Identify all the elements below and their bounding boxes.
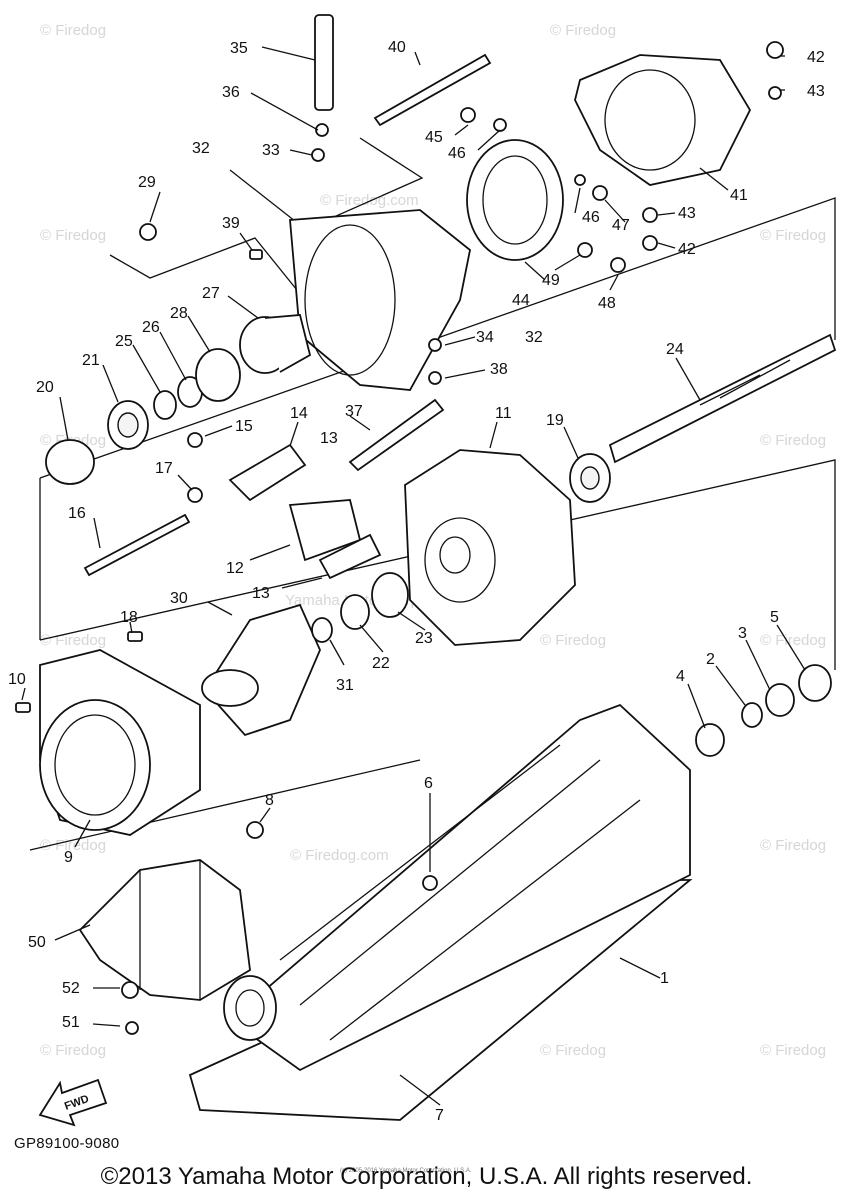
part-label: 44 <box>512 292 530 309</box>
part-label: 28 <box>170 305 188 322</box>
part-label: 1 <box>660 970 669 987</box>
part-label: 3 <box>738 625 747 642</box>
part-label: 30 <box>170 590 188 607</box>
watermark: © Firedog <box>760 632 826 649</box>
part-label: 21 <box>82 352 100 369</box>
part-label: 40 <box>388 39 406 56</box>
watermark: © Firedog <box>40 1042 106 1059</box>
part-label: 10 <box>8 671 26 688</box>
part-label: 38 <box>490 361 508 378</box>
part-label: 32 <box>525 329 543 346</box>
part-label: 39 <box>222 215 240 232</box>
part-label: 23 <box>415 630 433 647</box>
part-rods-and-pins <box>15 14 492 713</box>
part-ring-44 <box>466 139 564 261</box>
part-label: 36 <box>222 84 240 101</box>
watermark: © Firedog <box>40 227 106 244</box>
fine-print: (c) 2005-2016 Yamaha Motor Corporation, … <box>340 1168 472 1174</box>
part-label: 26 <box>142 319 160 336</box>
part-label: 52 <box>62 980 80 997</box>
part-housing-9 <box>39 649 201 836</box>
watermark: © Firedog.com <box>320 192 419 209</box>
diagram-code: GP89100-9080 <box>14 1135 120 1152</box>
part-label: 45 <box>425 129 443 146</box>
part-label: 5 <box>770 609 779 626</box>
watermark: © Firedog <box>760 837 826 854</box>
part-label: 2 <box>706 651 715 668</box>
watermark: © Firedog <box>760 1042 826 1059</box>
watermark: © Firedog <box>760 432 826 449</box>
part-label: 12 <box>226 560 244 577</box>
part-label: 7 <box>435 1107 444 1124</box>
part-label: 46 <box>582 209 600 226</box>
part-fasteners <box>121 41 784 1035</box>
part-nozzle-32 <box>289 209 471 391</box>
part-label: 41 <box>730 187 748 204</box>
part-drive-shaft-24 <box>608 333 837 464</box>
part-label: 47 <box>612 217 630 234</box>
part-label: 24 <box>666 341 684 358</box>
part-pump-housing-11 <box>404 449 576 646</box>
part-label: 6 <box>424 775 433 792</box>
part-label: 13 <box>320 430 338 447</box>
part-label: 19 <box>546 412 564 429</box>
watermark: © Firedog.com <box>290 847 389 864</box>
part-label: 48 <box>598 295 616 312</box>
part-label: 46 <box>448 145 466 162</box>
part-label: 34 <box>476 329 494 346</box>
part-label: 16 <box>68 505 86 522</box>
part-label: 42 <box>807 49 825 66</box>
part-label: 17 <box>155 460 173 477</box>
watermark: © Firedog <box>40 837 106 854</box>
part-label: 22 <box>372 655 390 672</box>
part-label: 20 <box>36 379 54 396</box>
fwd-arrow-icon: FWD <box>38 1078 108 1127</box>
part-label: 42 <box>678 241 696 258</box>
part-label: 27 <box>202 285 220 302</box>
part-label: 37 <box>345 403 363 420</box>
part-label: 25 <box>115 333 133 350</box>
part-label: 31 <box>336 677 354 694</box>
part-deflector-41 <box>574 54 752 186</box>
part-label: 50 <box>28 934 46 951</box>
part-label: 11 <box>495 405 512 422</box>
part-label: 9 <box>64 849 73 866</box>
part-label: 15 <box>235 418 253 435</box>
part-label: 51 <box>62 1014 80 1031</box>
part-jet-housing-1 <box>188 703 693 1121</box>
part-intake-duct-50 <box>78 859 251 1001</box>
part-label: 32 <box>192 140 210 157</box>
part-label: 13 <box>252 585 270 602</box>
copyright-notice: ©2013 Yamaha Motor Corporation, U.S.A. A… <box>100 1163 753 1190</box>
watermark: © Firedog <box>540 1042 606 1059</box>
part-label: 29 <box>138 174 156 191</box>
watermark: © Firedog <box>760 227 826 244</box>
part-label: 8 <box>265 792 274 809</box>
part-label: 4 <box>676 668 685 685</box>
part-plates-12-13-14 <box>228 443 382 580</box>
part-label: 49 <box>542 272 560 289</box>
part-label: 14 <box>290 405 308 422</box>
watermark: © Firedog <box>40 632 106 649</box>
leader-lines <box>21 46 806 1106</box>
part-label: 18 <box>120 609 138 626</box>
part-fitting-27 <box>239 314 312 374</box>
watermark: © Firedog <box>40 22 106 39</box>
part-impeller-30 <box>201 603 321 737</box>
part-bearings-and-collars <box>45 348 832 757</box>
watermark: © Firedog <box>540 632 606 649</box>
part-label: 33 <box>262 142 280 159</box>
part-label: 35 <box>230 40 248 57</box>
assembly-frame-lines <box>29 137 836 851</box>
part-label: 43 <box>678 205 696 222</box>
part-label: 43 <box>807 83 825 100</box>
part-labels: 35 36 33 32 40 29 39 27 28 26 25 21 20 1… <box>8 39 825 1124</box>
watermark: © Firedog <box>550 22 616 39</box>
